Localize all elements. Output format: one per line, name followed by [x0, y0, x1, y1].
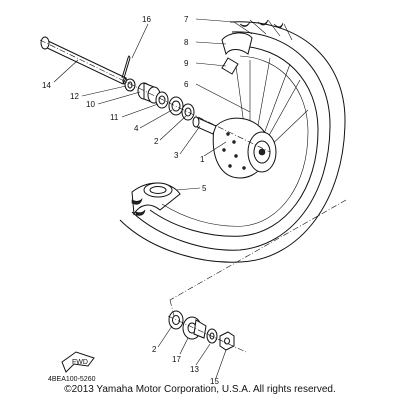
callout-2-lower: 2 [152, 345, 157, 354]
spacer-tube [192, 116, 217, 135]
wheel-tire [119, 19, 346, 263]
callout-1: 1 [200, 155, 205, 164]
bearing-spacer [181, 103, 195, 121]
lower-parts [167, 310, 247, 353]
hub [212, 117, 277, 179]
oil-seal [155, 91, 169, 109]
assembly-line [169, 199, 347, 301]
callout-5: 5 [202, 184, 207, 193]
fwd-arrow: FWD [61, 351, 95, 373]
axle-nut [124, 78, 136, 92]
tube [221, 32, 253, 75]
callout-16: 16 [142, 15, 151, 24]
callout-11: 11 [110, 113, 119, 122]
callout-14: 14 [42, 81, 51, 90]
callout-10: 10 [86, 100, 95, 109]
callout-8: 8 [184, 38, 189, 47]
copyright-notice: ©2013 Yamaha Motor Corporation, U.S.A. A… [64, 384, 336, 395]
callout-12: 12 [70, 92, 79, 101]
callout-numbers: 7 8 9 6 1 5 16 14 12 10 11 4 2 3 2 17 13… [42, 15, 219, 386]
callout-3: 3 [174, 151, 179, 160]
callout-15: 15 [210, 377, 219, 386]
callout-13: 13 [190, 365, 199, 374]
callout-7: 7 [184, 15, 189, 24]
cotter-pin [121, 55, 131, 79]
callout-6: 6 [184, 80, 189, 89]
diagram-code: 4BEA100-5260 [48, 376, 96, 383]
leader-lines [53, 18, 251, 379]
axle [40, 36, 128, 85]
callout-17: 17 [172, 355, 181, 364]
callout-4: 4 [134, 124, 139, 133]
callout-2: 2 [154, 137, 159, 146]
fwd-label: FWD [72, 359, 88, 366]
rim-lower [131, 182, 181, 216]
callout-9: 9 [184, 59, 189, 68]
collar [137, 82, 161, 104]
